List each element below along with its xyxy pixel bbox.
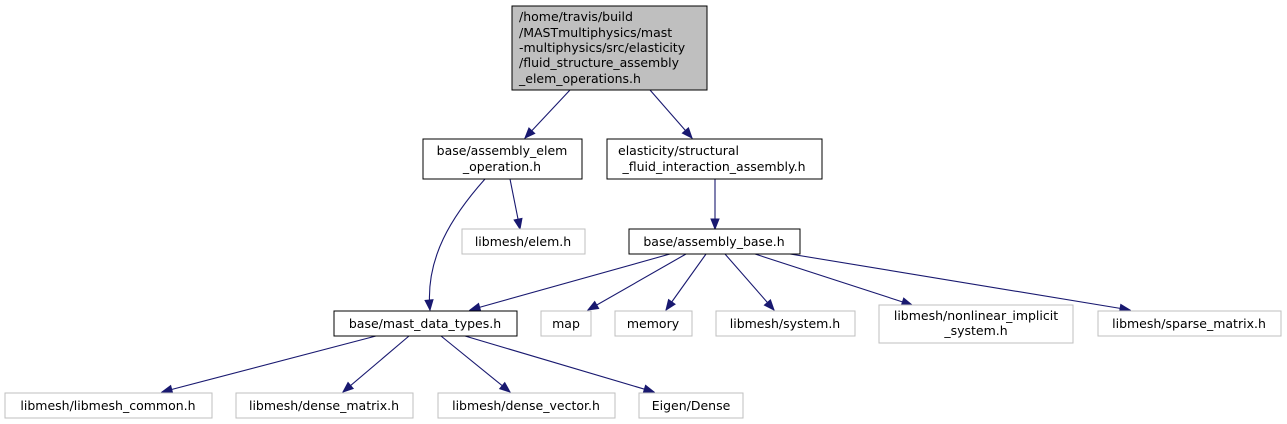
node-label-line: libmesh/system.h xyxy=(730,316,840,331)
node-libmesh-sparse-matrix[interactable]: libmesh/sparse_matrix.h xyxy=(1097,310,1282,337)
node-mast-data-types[interactable]: base/mast_data_types.h xyxy=(333,310,518,337)
node-label-line: _fluid_interaction_assembly.h xyxy=(621,159,805,174)
edge-assembly-base-to-mast-data-types xyxy=(470,253,671,310)
node-label-line: base/assembly_elem xyxy=(437,143,568,158)
node-memory[interactable]: memory xyxy=(614,310,693,337)
edge-assembly-base-to-memory xyxy=(666,253,707,310)
node-libmesh-elem[interactable]: libmesh/elem.h xyxy=(461,228,586,255)
edge-mast-data-types-to-dense-vector xyxy=(440,335,510,392)
node-libmesh-dense-vector[interactable]: libmesh/dense_vector.h xyxy=(437,392,616,419)
node-assembly-elem-operation[interactable]: base/assembly_elem _operation.h xyxy=(422,138,583,180)
node-libmesh-dense-matrix[interactable]: libmesh/dense_matrix.h xyxy=(235,392,414,419)
node-label-line: /home/travis/build xyxy=(519,9,633,24)
node-map[interactable]: map xyxy=(540,310,592,337)
edge-mast-data-types-to-eigen-dense xyxy=(464,335,654,392)
node-label-line: /MASTmultiphysics/mast xyxy=(519,25,672,40)
node-libmesh-libmesh-common[interactable]: libmesh/libmesh_common.h xyxy=(4,392,213,419)
node-label-line: libmesh/libmesh_common.h xyxy=(20,398,195,413)
node-label-line: /fluid_structure_assembly xyxy=(519,55,680,70)
edge-fsa-to-structural-fluid-interaction xyxy=(649,89,692,138)
node-label-line: _elem_operations.h xyxy=(518,71,641,86)
edge-assembly-base-to-sparse-matrix xyxy=(789,253,1130,310)
node-label-line: -multiphysics/src/elasticity xyxy=(519,40,686,55)
edge-fsa-to-assembly-elem-operation xyxy=(525,89,571,138)
node-structural-fluid-interaction-assembly[interactable]: elasticity/structural _fluid_interaction… xyxy=(606,138,823,180)
node-label-line: _operation.h xyxy=(462,159,541,174)
node-label-line: libmesh/dense_matrix.h xyxy=(249,398,399,413)
node-label-line: libmesh/elem.h xyxy=(475,234,571,249)
edge-assembly-base-to-nonlinear-implicit-system xyxy=(754,253,912,305)
edge-assembly-base-to-libmesh-system xyxy=(724,253,774,310)
edge-assembly-base-to-map xyxy=(588,253,687,310)
node-label-line: _system.h xyxy=(943,323,1007,338)
node-fluid-structure-assembly-elem-operations[interactable]: /home/travis/build /MASTmultiphysics/mas… xyxy=(511,5,708,91)
node-label-line: base/assembly_base.h xyxy=(643,234,784,249)
node-label-line: libmesh/nonlinear_implicit xyxy=(894,308,1058,323)
edge-assembly-elem-operation-to-mast-data-types xyxy=(429,178,486,310)
node-label-line: base/mast_data_types.h xyxy=(349,316,501,331)
node-assembly-base[interactable]: base/assembly_base.h xyxy=(628,228,801,255)
edge-assembly-elem-operation-to-libmesh-elem xyxy=(509,178,520,229)
node-label-line: Eigen/Dense xyxy=(652,398,731,413)
node-eigen-dense[interactable]: Eigen/Dense xyxy=(638,392,744,419)
node-label-line: libmesh/dense_vector.h xyxy=(452,398,600,413)
node-libmesh-nonlinear-implicit-system[interactable]: libmesh/nonlinear_implicit _system.h xyxy=(878,304,1074,344)
node-label-line: elasticity/structural xyxy=(618,143,739,158)
edge-mast-data-types-to-dense-matrix xyxy=(343,335,410,392)
node-libmesh-system[interactable]: libmesh/system.h xyxy=(715,310,856,337)
node-label-line: memory xyxy=(627,316,680,331)
node-label-line: map xyxy=(552,316,580,331)
node-label-line: libmesh/sparse_matrix.h xyxy=(1112,316,1266,331)
edge-mast-data-types-to-libmesh-common xyxy=(162,335,377,392)
